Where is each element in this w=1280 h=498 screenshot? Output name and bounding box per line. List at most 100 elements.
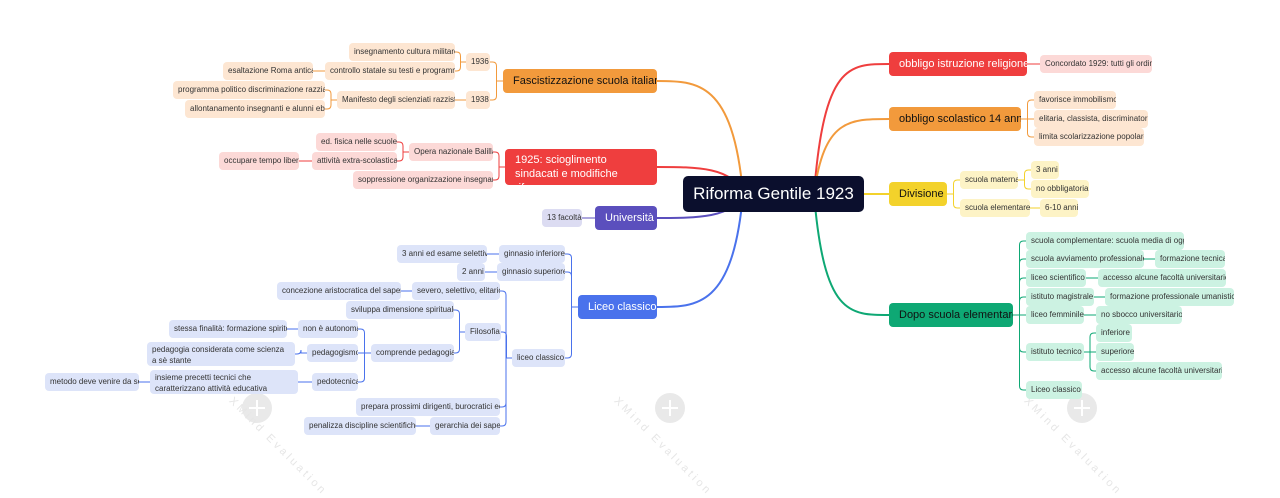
node-roma-antica[interactable]: esaltazione Roma antica [223, 62, 313, 80]
connector-line [947, 193, 960, 209]
node-liceo-classico[interactable]: liceo classico [512, 349, 565, 367]
node-no-obbligatoria[interactable]: no obbligatoria [1031, 180, 1089, 198]
mind-map-canvas: XMind Evaluation XMind Evaluation XMind … [45, 43, 1234, 498]
connector-line [1084, 332, 1096, 353]
branch-dopo-scuola-elementare[interactable]: Dopo scuola elementare [889, 303, 1013, 327]
node-filosofia[interactable]: Filosofia [465, 323, 501, 341]
node-13-facolta[interactable]: 13 facoltà [542, 209, 582, 227]
connector-line [500, 290, 512, 359]
node-ginnasio-superiore[interactable]: ginnasio superiore [497, 263, 565, 281]
connector-line [656, 193, 744, 308]
node-1936[interactable]: 1936 [466, 53, 490, 71]
node-programma-razziale[interactable]: programma politico discriminazione razzi… [173, 81, 325, 99]
node-liceo-classico-dopo[interactable]: Liceo classico [1026, 381, 1082, 399]
node-tecnico-accesso-facolta[interactable]: accesso alcune facoltà universitarie [1096, 362, 1222, 380]
watermark-logo-icon [242, 393, 272, 423]
node-stessa-finalita[interactable]: stessa finalità: formazione spirito [169, 320, 287, 338]
node-gerarchia-saperi[interactable]: gerarchia dei saperi [430, 417, 500, 435]
node-soppressione-insegnanti[interactable]: soppressione organizzazione insegnanti [353, 171, 493, 189]
node-precetti-tecnici[interactable]: insieme precetti tecnici che caratterizz… [150, 370, 298, 394]
connector-line [397, 141, 409, 153]
connector-line [1021, 99, 1034, 120]
branch-universita[interactable]: Università [595, 206, 657, 230]
connector-line [397, 151, 409, 162]
branch-liceo-classico[interactable]: Liceo classico [578, 295, 657, 319]
node-ginnasio-inferiore[interactable]: ginnasio inferiore [499, 245, 565, 263]
connector-line [565, 306, 578, 359]
branch-obbligo-religione[interactable]: obbligo istruzione religione [889, 52, 1027, 76]
node-pedagogismo[interactable]: pedagogismo [307, 344, 358, 362]
node-due-anni[interactable]: 2 anni [457, 263, 485, 281]
watermark-logo-icon [655, 393, 685, 423]
connector-line [813, 63, 890, 195]
node-1938[interactable]: 1938 [466, 91, 490, 109]
node-manifesto-razzisti[interactable]: Manifesto degli scienziati razzisti [337, 91, 455, 109]
node-ed-fisica[interactable]: ed. fisica nelle scuole [316, 133, 397, 151]
node-non-autonoma[interactable]: non è autonoma [298, 320, 358, 338]
connector-line [1018, 179, 1031, 190]
node-liceo-scientifico[interactable]: liceo scientifico [1026, 269, 1086, 287]
node-tecnico-inferiore[interactable]: inferiore [1096, 324, 1132, 342]
node-formazione-umanistica[interactable]: formazione professionale umanistica [1105, 288, 1234, 306]
node-immobilismo[interactable]: favorisce immobilismo [1034, 91, 1116, 109]
connector-line [490, 61, 503, 82]
connector-line [490, 80, 503, 101]
connector-line [565, 271, 578, 308]
node-accesso-facolta-scientifico[interactable]: accesso alcune facoltà universitarie [1098, 269, 1226, 287]
node-sei-dieci-anni[interactable]: 6-10 anni [1040, 199, 1078, 217]
connector-line [1013, 258, 1026, 316]
node-concezione-aristocratica[interactable]: concezione aristocratica del sapere [277, 282, 401, 300]
connector-line [1013, 240, 1026, 316]
node-elitaria[interactable]: elitaria, classista, discriminatoria [1034, 110, 1148, 128]
node-tecnico-superiore[interactable]: superiore [1096, 343, 1134, 361]
connector-line [358, 328, 371, 354]
node-scuola-materna[interactable]: scuola materna [960, 171, 1018, 189]
node-controllo-statale[interactable]: controllo statale su testi e programmi [325, 62, 455, 80]
node-tre-anni-esame[interactable]: 3 anni ed esame selettivo [397, 245, 487, 263]
node-pedotecnica[interactable]: pedotecnica [312, 373, 358, 391]
connector-line [1021, 118, 1034, 138]
node-allontanamento[interactable]: allontanamento insegnanti e alunni ebrei [185, 100, 325, 118]
node-pedagogia-scienza[interactable]: pedagogia considerata come scienza a sè … [147, 342, 295, 366]
connector-line [454, 331, 465, 354]
node-liceo-femminile[interactable]: liceo femminile [1026, 306, 1084, 324]
connector-line [455, 61, 466, 72]
branch-fascistizzazione[interactable]: Fascistizzazione scuola italiana [503, 69, 657, 93]
connector-line [325, 89, 337, 101]
connector-line [455, 51, 466, 63]
connector-line [500, 357, 512, 427]
connector-line [565, 253, 578, 308]
node-formazione-tecnica[interactable]: formazione tecnica [1155, 250, 1225, 268]
node-comprende-pedagogia[interactable]: comprende pedagogia [371, 344, 454, 362]
connector-line [454, 309, 465, 333]
connector-line [1084, 351, 1096, 372]
node-no-sbocco[interactable]: no sbocco universitario [1096, 306, 1182, 324]
branch-obbligo-scolastico[interactable]: obbligo scolastico 14 anni [889, 107, 1021, 131]
node-cultura-militare[interactable]: insegnamento cultura militare [349, 43, 455, 61]
connector-line [295, 349, 307, 355]
node-opera-balilla[interactable]: Opera nazionale Balilla [409, 143, 493, 161]
node-metodo-da-se[interactable]: metodo deve venire da sè [45, 373, 139, 391]
node-istituto-magistrale[interactable]: istituto magistrale [1026, 288, 1094, 306]
connector-line [493, 166, 505, 181]
central-topic[interactable]: Riforma Gentile 1923 [683, 176, 864, 212]
node-severo-selettivo[interactable]: severo, selettivo, elitario [412, 282, 500, 300]
node-scuola-complementare[interactable]: scuola complementare: scuola media di og… [1026, 232, 1184, 250]
node-sviluppa-spirituale[interactable]: sviluppa dimensione spirituale [346, 301, 454, 319]
node-tre-anni[interactable]: 3 anni [1031, 161, 1059, 179]
node-istituto-tecnico[interactable]: istituto tecnico [1026, 343, 1084, 361]
branch-divisione[interactable]: Divisione [889, 182, 947, 206]
node-tempo-libero[interactable]: occupare tempo libero [219, 152, 299, 170]
node-attivita-extrascolastica[interactable]: attività extra-scolastica [312, 152, 397, 170]
branch-scioglimento-sindacati[interactable]: 1925: scioglimento sindacati e modifiche… [505, 149, 657, 185]
connector-line [493, 151, 505, 168]
connector-line [358, 352, 371, 383]
connector-line [813, 118, 890, 195]
connector-line [325, 99, 337, 110]
node-concordato[interactable]: Concordato 1929: tutti gli ordini [1040, 55, 1152, 73]
node-penalizza-scientifiche[interactable]: penalizza discipline scientifiche [304, 417, 416, 435]
node-prepara-dirigenti[interactable]: prepara prossimi dirigenti, burocratici … [356, 398, 500, 416]
node-scuola-avviamento[interactable]: scuola avviamento professionale [1026, 250, 1144, 268]
node-scuola-elementare[interactable]: scuola elementare [960, 199, 1030, 217]
node-limita-scolarizzazione[interactable]: limita scolarizzazione popolare [1034, 128, 1144, 146]
